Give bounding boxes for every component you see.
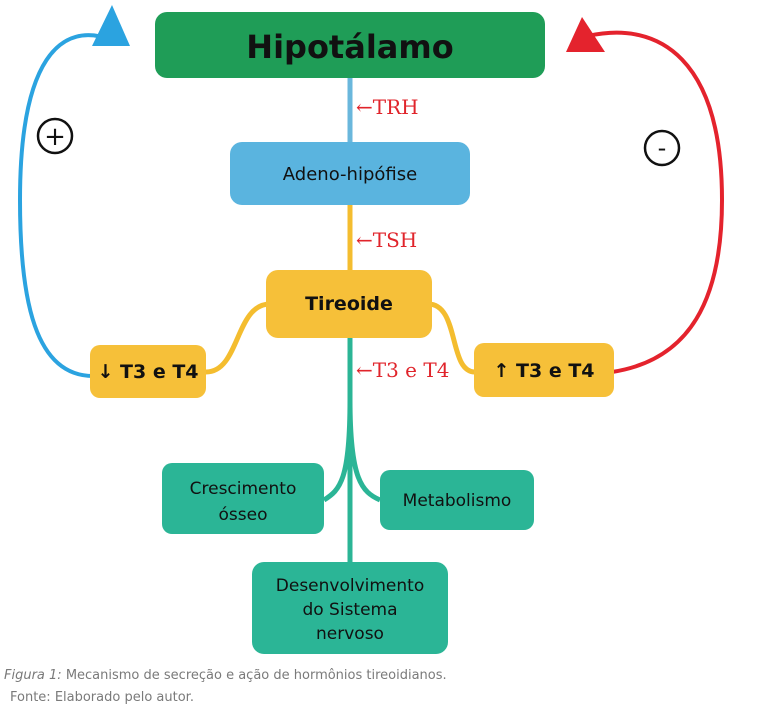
connector-tireoide-low (206, 304, 270, 372)
crescimento-osseo-label-line2: ósseo (219, 505, 268, 525)
desenvolvimento-label-line3: nervoso (316, 624, 384, 644)
t3t4-hormone-label: ←T3 e T4 (356, 358, 449, 382)
connector-effects-metabolismo (350, 400, 380, 500)
desenvolvimento-label-line2: do Sistema (302, 600, 397, 620)
tsh-label: ←TSH (356, 228, 417, 252)
positive-feedback-arrow (20, 35, 112, 376)
negative-sign: - (658, 134, 667, 162)
t3t4-low-label: ↓ T3 e T4 (97, 361, 198, 383)
figure-caption: Figura 1: Mecanismo de secreção e ação d… (4, 668, 447, 683)
positive-sign: + (44, 122, 66, 152)
crescimento-osseo-label-line1: Crescimento (190, 479, 297, 499)
desenvolvimento-label-line1: Desenvolvimento (276, 576, 424, 596)
trh-label: ←TRH (356, 95, 419, 119)
hipotalamo-label: Hipotálamo (246, 28, 453, 66)
negative-feedback-arrow (588, 33, 722, 372)
metabolismo-label: Metabolismo (403, 491, 512, 511)
t3t4-high-label: ↑ T3 e T4 (493, 360, 594, 382)
figure-label: Figura 1: (4, 668, 62, 683)
adeno-hipofise-label: Adeno-hipófise (283, 164, 417, 185)
positive-feedback-arrowhead (92, 5, 130, 46)
figure-caption-text: Mecanismo de secreção e ação de hormônio… (62, 668, 447, 683)
figure-source: Fonte: Elaborado pelo autor. (10, 690, 194, 705)
tireoide-label: Tireoide (305, 293, 393, 315)
connector-effects-crescimento (324, 400, 350, 500)
